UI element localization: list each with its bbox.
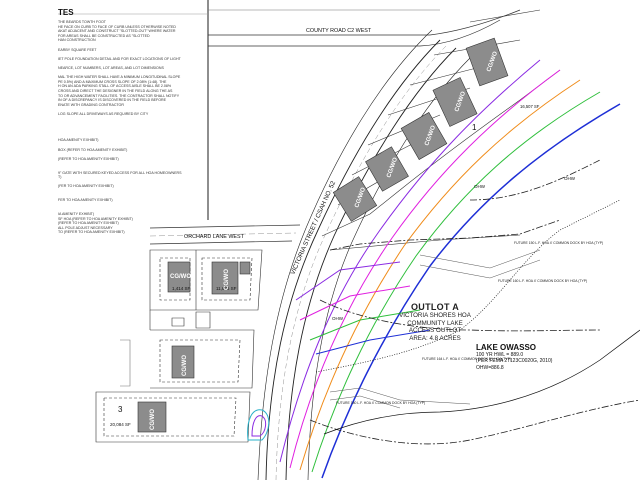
note-line: PE 0.5%) AND A MAXIMUM CROSS SLOPE OF 2.… [58,79,167,84]
note-line: ALL POLE ADJUST NECESSARY [58,225,113,230]
note-line: TO (REFER TO HOA AMENITY EXHIBIT) [58,230,125,235]
note-line: (REFER TO HOA AMENITY EXHIBIT) [58,221,119,226]
lake-owasso-label: LAKE OWASSO 100 YR HWL = 889.0 (PER FEMA… [476,343,552,371]
note-line: THE BEARDS TOWTH FOOT [58,20,106,24]
note-line: BOX (REFER TO HOA AMENITY EXHIBIT) [58,147,128,152]
outlot-a-label: OUTLOT A VICTORIA SHORES HOA COMMUNITY L… [380,302,490,342]
dock-label: FUTURE 150 L.F. HOA 4' COMMON DOCK BY HO… [514,241,603,245]
ohw-shoreline [309,159,640,445]
house-label: CG/WO [170,274,191,280]
outlot-title: OUTLOT A [410,302,460,312]
county-road-label: COUNTY ROAD C2 WEST [306,28,372,34]
note-line: LOG SLOPE ALL DRIVEWAYS AS REQUIRED BY C… [58,111,149,116]
ohw-label: OHW [564,176,576,181]
note-line: CROSS AND DIRECT THE DESIGNER IN THE FIE… [58,88,173,93]
note-line: HOA AMENITY EXHIBIT) [58,138,99,143]
house-footprints [137,37,509,433]
lot-number: 3 [118,405,123,414]
note-line: AKAT ADJACENT AND CONSTRUCT "SLOTTED-OUT… [58,29,176,34]
note-line: HE FACE ON CURB TO FACE OF CURB UNLESS O… [58,24,177,29]
note-line: HAN CONSTRUCTION [58,38,96,43]
lake-name: LAKE OWASSO [476,343,537,352]
lake-source: (PER FEMA 27123C0020G, 2010) [476,358,553,365]
note-line: SF HOA (REFER TO HOA AMENITY EXHIBIT) [58,216,133,221]
note-line: TO OR ADVANCEMENT FACILITIES. THE CONTRA… [58,93,180,98]
west-lot-lines [95,249,263,443]
county-road-c2 [208,9,521,47]
dock-label: FUTURE 164 L.F. HOA 4' COMMON DOCK BY HO… [422,357,511,361]
lot-area: 1,414 SF [172,286,191,291]
dock-label: FUTURE 160 L.F. HOA 4' COMMON DOCK BY HO… [498,279,587,283]
house-label: CG/WO [224,269,230,290]
house-label: CG/WO [150,409,156,430]
note-line: FER TO HOA AMENITY EXHIBIT) [58,198,113,203]
note-line: T) [58,175,62,180]
note-line: (FER TO HOA AMENITY EXHIBIT) [58,184,114,189]
lot-area: 16,507 SF [520,104,540,109]
dock-label: FUTURE 180 L.F. HOA 4' COMMON DOCK BY HO… [336,401,425,405]
note-line: EARBY SQUARE FEET [58,47,97,52]
note-line: MAL THE HIGH WATER SHALL HAVE A MINIMUM … [58,75,181,80]
note-line: IET POLE FOUNDATION DETAIL AND FOR EXACT… [58,56,181,61]
note-line: IN OF A DISCREPANCY IS DISCOVERED IN THE… [58,98,167,103]
note-line: FOR AREAS SHALL BE CONSTRUCTED AS "SLOTT… [58,33,150,38]
lake-hwl: 100 YR HWL = 889.0 [476,352,524,358]
ohw-label: OHW [332,316,344,321]
outlot-line: VICTORIA SHORES HOA [399,312,471,319]
legend-notes-list: HOA AMENITY EXHIBIT) BOX (REFER TO HOA AM… [58,138,203,234]
note-line: (REFER TO HOA AMENITY EXHIBIT) [58,156,119,161]
lot-area: 20,084 SF [110,422,131,427]
orchard-lane-west [149,224,301,245]
note-line: IA AMENITY EXHIBIT) [58,211,95,216]
contour-lines [247,59,621,479]
house-label: CG/WO [182,355,188,376]
notes-header: TES [58,8,74,17]
note-line: 9" GATE WITH SECURED KEYED ACCESS FOR AL… [58,170,182,175]
note-line: ENATE WITH GRADING CONTRACTOR [58,102,124,107]
outlot-area: AREA: 4.8 ACRES [409,334,461,342]
orchard-lane-label: ORCHARD LANE WEST [184,234,245,240]
lot-number: 1 [472,123,477,132]
lake-ohw: OHW=886.8 [476,364,504,371]
lake-boundary [315,199,640,435]
victoria-street [257,29,471,480]
lot-area: 11,675 SF [216,286,237,291]
note-line: NEARCE, LOT NUMBERS, LOT AREAS, AND LOT … [58,65,164,70]
note-line: H ON AN ADA PARKING STALL OF ACCESS AISL… [58,84,172,89]
future-docks [329,249,541,409]
ohw-label: OHW [474,184,486,189]
ohw-labels: OHW OHW OHW [332,176,576,321]
outlot-line: ACCESS OUTLOT [408,327,462,334]
outlot-line: COMMUNITY LAKE [407,319,463,327]
